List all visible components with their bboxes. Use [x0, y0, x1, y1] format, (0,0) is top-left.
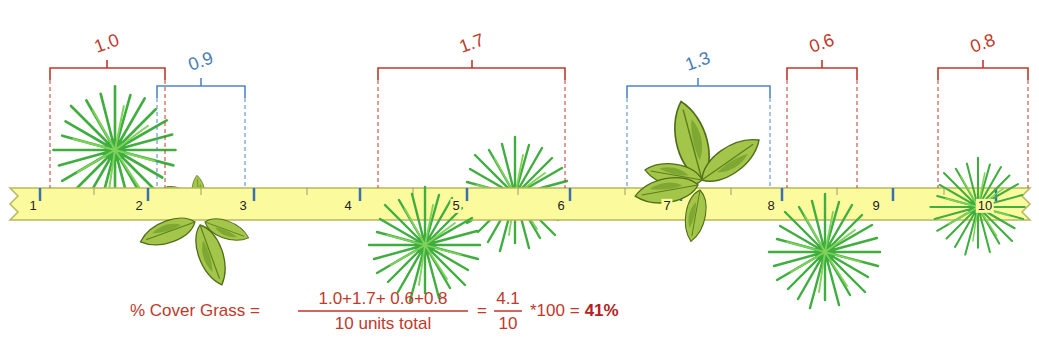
tick-number: 7: [661, 199, 672, 213]
major-ticks: [40, 188, 996, 201]
tick-number: 3: [237, 199, 248, 213]
formula-numerator: 1.0+1.7+ 0.6+0.8: [318, 290, 447, 309]
tick-number: 5: [450, 199, 461, 213]
measuring-tape: [10, 188, 1030, 220]
formula-denominator: 10: [499, 315, 518, 334]
tick-number: 9: [870, 199, 881, 213]
formula-text: % Cover Grass =: [130, 302, 260, 321]
measurement-label: 1.7: [457, 30, 487, 57]
tick-number: 8: [765, 199, 776, 213]
measurement-label: 0.8: [968, 30, 998, 57]
minor-ticks: [94, 188, 944, 195]
measurement-label: 1.0: [92, 30, 122, 57]
tick-number: 2: [133, 199, 144, 213]
formula-denominator: 10 units total: [335, 315, 431, 334]
tick-number: 1: [27, 199, 38, 213]
tick-number: 10: [976, 199, 994, 213]
red-bracket: [50, 60, 1028, 188]
measurement-label: 0.9: [186, 48, 216, 75]
tick-number: 6: [555, 199, 566, 213]
measurement-label: 0.6: [807, 30, 837, 57]
fraction-bar: [298, 310, 522, 311]
formula-numerator: 4.1: [496, 290, 520, 309]
grass-clump: [53, 86, 570, 251]
grass-clump: [369, 158, 1025, 308]
measurement-label: 1.3: [683, 48, 713, 75]
formula-result: 41%: [585, 302, 619, 321]
tick-number: 4: [342, 199, 353, 213]
formula-text: *100 =: [530, 302, 580, 321]
blue-bracket: [157, 78, 770, 188]
formula-text: =: [477, 302, 487, 321]
leaf-cluster: [137, 173, 710, 289]
